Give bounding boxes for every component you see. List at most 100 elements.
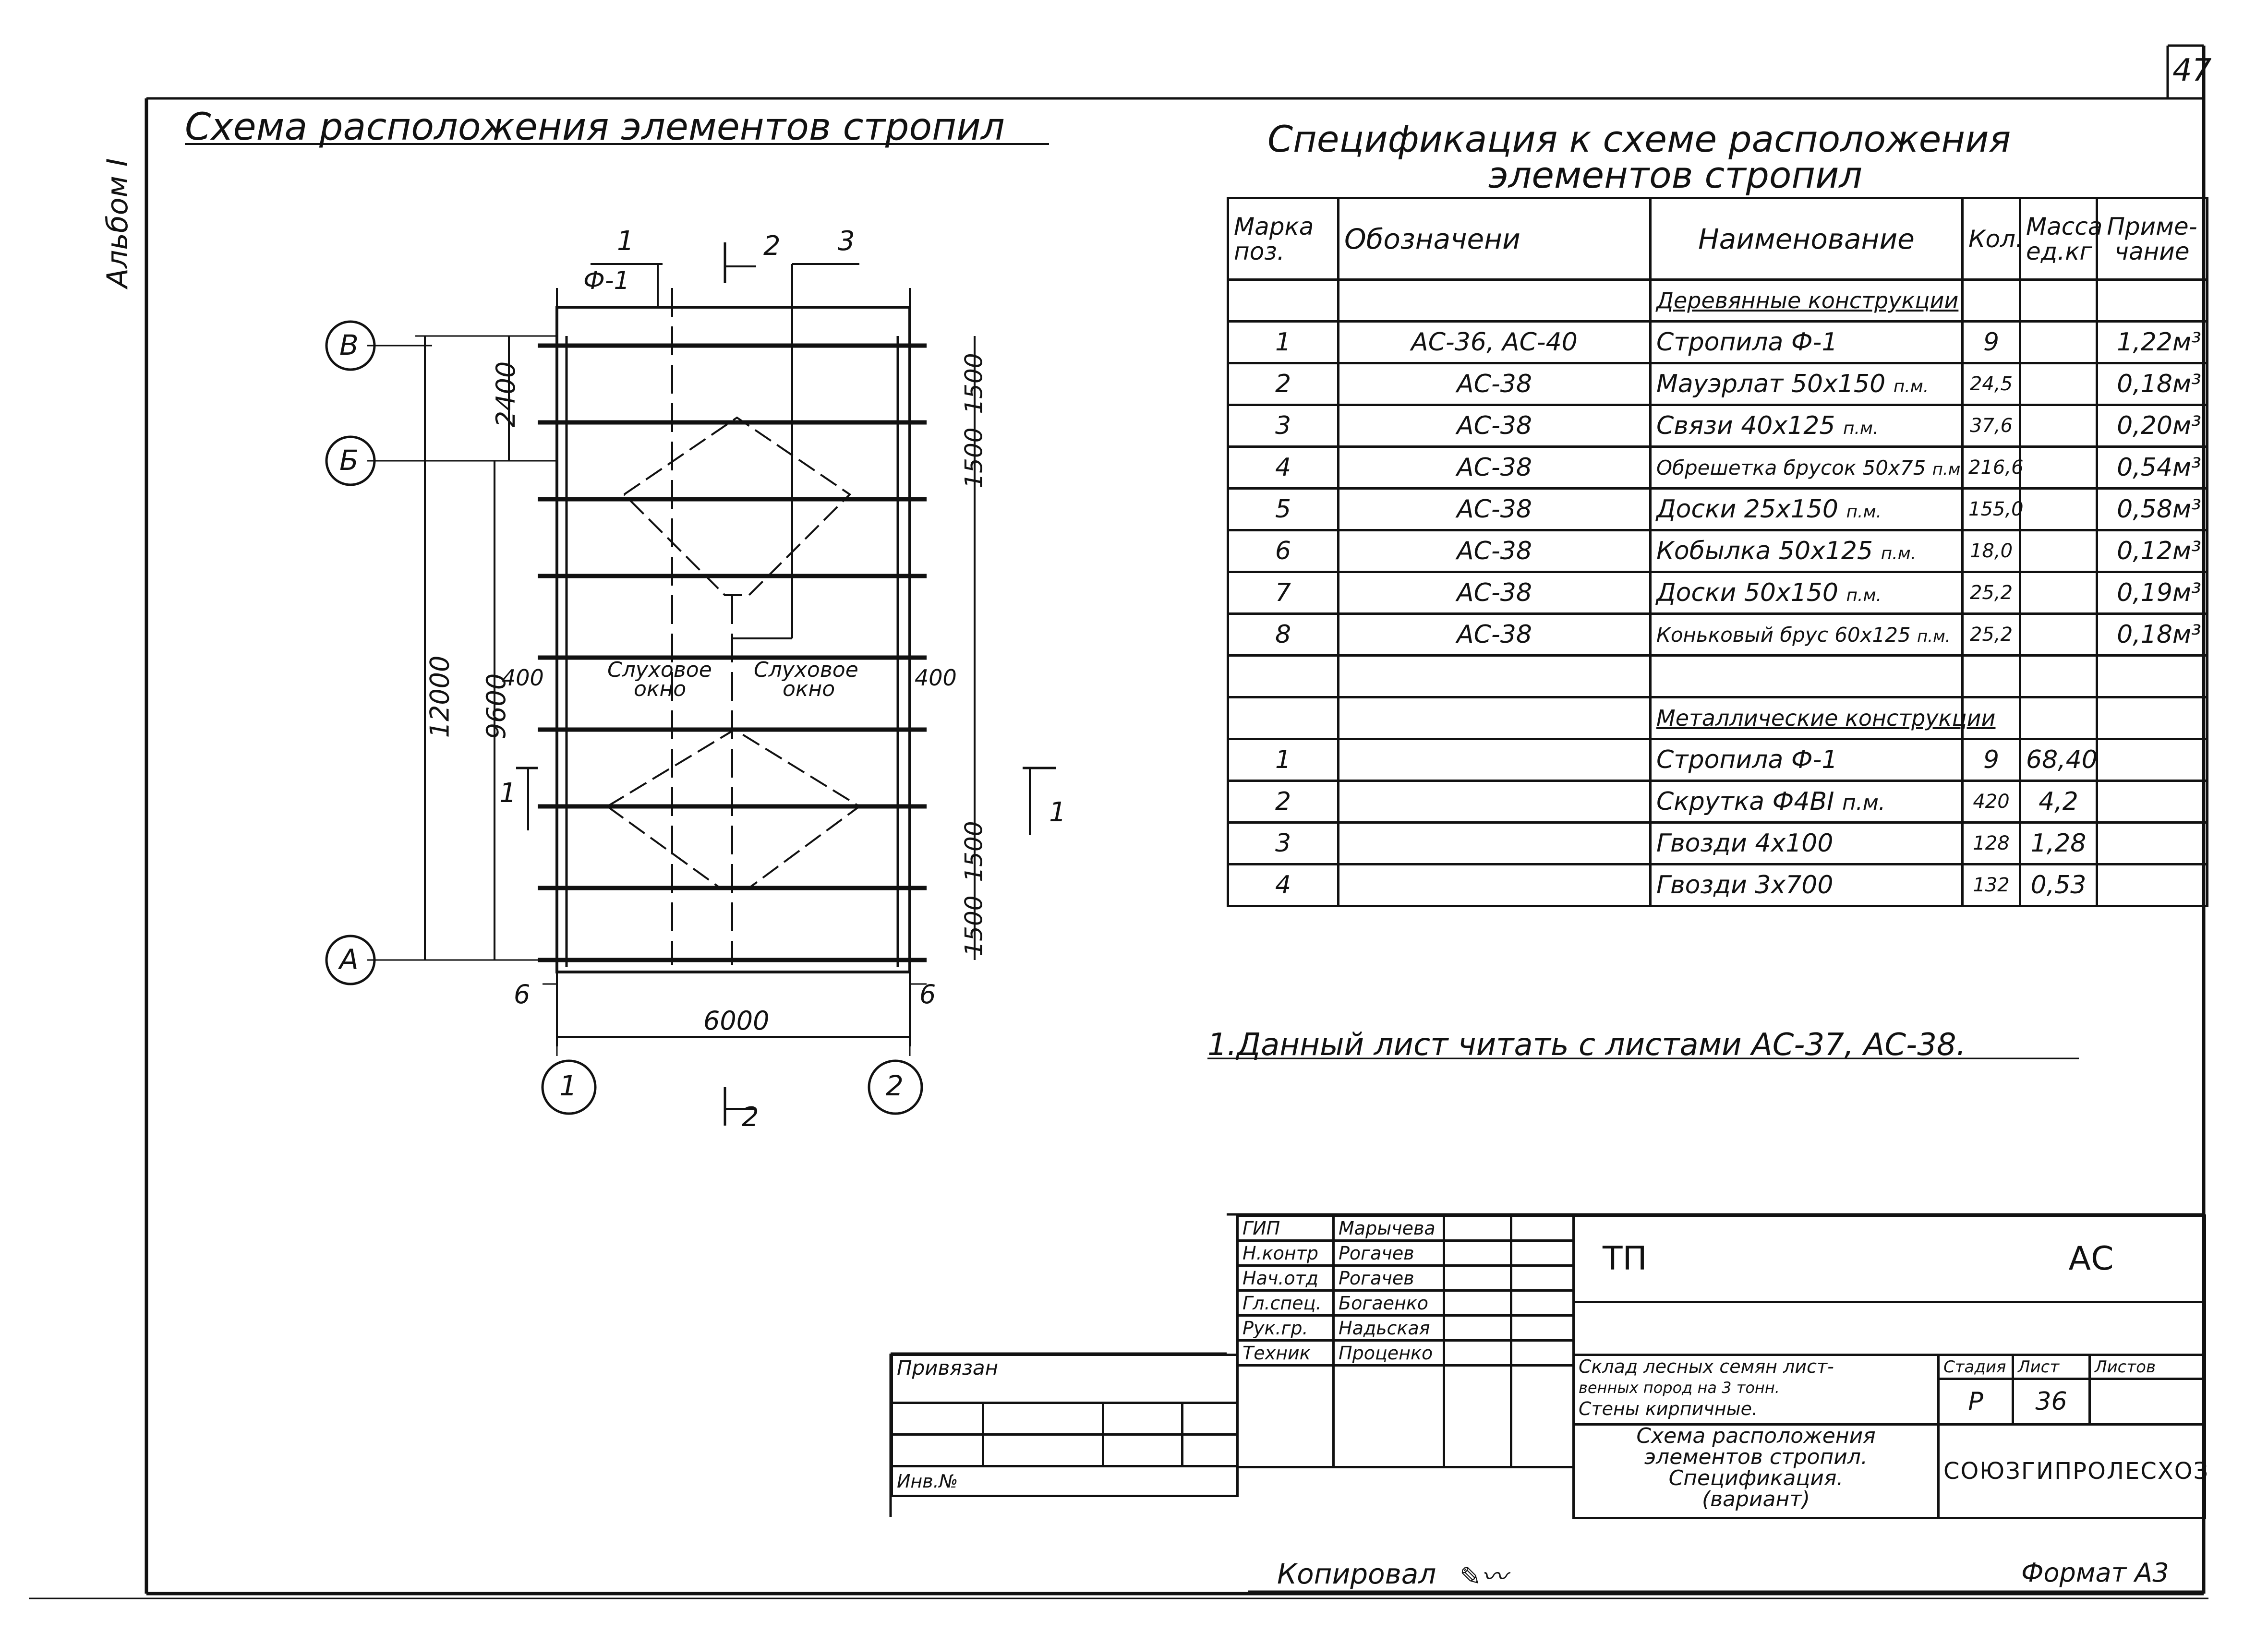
dim-window-left: 400 bbox=[502, 665, 544, 691]
cell-qty: 24,5 bbox=[1961, 362, 2021, 406]
section-mark-1: 1 bbox=[617, 226, 634, 257]
header-designation: Обозначени bbox=[1337, 197, 1652, 281]
section-mark-bottom: 2 bbox=[742, 1102, 759, 1133]
table-row-empty bbox=[1227, 654, 2208, 698]
axis-label-b: Б bbox=[339, 444, 359, 477]
window-label-right-1: Слуховое bbox=[754, 658, 858, 682]
cell-designation bbox=[1337, 738, 1652, 782]
person: Проценко bbox=[1332, 1339, 1445, 1367]
code-right: АС bbox=[2068, 1240, 2114, 1278]
album-label: Альбом I bbox=[101, 158, 134, 288]
spec-title-line1: Спецификация к схеме расположения bbox=[1267, 118, 2011, 160]
cell-pos: 3 bbox=[1227, 821, 1339, 865]
cell-qty: 155,0 bbox=[1961, 487, 2024, 531]
role: ГИП bbox=[1236, 1214, 1335, 1242]
cell-pos: 7 bbox=[1227, 571, 1339, 615]
axis-label-v: В bbox=[339, 329, 359, 361]
sheet-title-row: Схема расположения элементов стропил. Сп… bbox=[1572, 1423, 2208, 1519]
document-code: ТП АС bbox=[1572, 1214, 2207, 1303]
header-mass-2: ед.кг bbox=[2026, 237, 2092, 265]
section-mark-left: 1 bbox=[499, 778, 517, 809]
cell-mass bbox=[2019, 529, 2098, 573]
cell-unit: п.м. bbox=[1917, 626, 1951, 646]
cell-name-text: Мауэрлат 50x150 bbox=[1656, 370, 1886, 398]
cell-pos: 4 bbox=[1227, 445, 1339, 490]
signature-row: ГИП Марычева bbox=[1236, 1214, 1575, 1242]
cell-name-text: Связи 40x125 bbox=[1656, 411, 1835, 440]
cell-name: Кобылка 50x125 п.м. bbox=[1649, 529, 1964, 573]
cell-name: Скрутка Ф4ВI п.м. bbox=[1649, 780, 1964, 824]
cell-mass: 1,28 bbox=[2019, 821, 2098, 865]
cell-qty: 25,2 bbox=[1961, 612, 2021, 657]
stage-value-row: Р 36 bbox=[1574, 1378, 2207, 1426]
header-note: Приме-чание bbox=[2096, 197, 2208, 281]
person: Надьская bbox=[1332, 1314, 1445, 1342]
role: Гл.спец. bbox=[1236, 1289, 1335, 1317]
truss-mark: Ф-1 bbox=[583, 266, 630, 295]
cell-note: 0,20м³ bbox=[2096, 404, 2208, 448]
cell-designation bbox=[1337, 863, 1652, 907]
cell-name-text: Доски 50x150 bbox=[1656, 578, 1838, 607]
cell-designation: АС-36, АС-40 bbox=[1337, 320, 1652, 364]
dim-right-4: 1500 bbox=[960, 895, 988, 957]
header-name: Наименование bbox=[1649, 197, 1964, 281]
format-label: Формат А3 bbox=[2021, 1558, 2169, 1588]
table-row: 5 АС-38 Доски 25x150 п.м. 155,0 0,58м³ bbox=[1227, 487, 2208, 531]
cell-note: 0,12м³ bbox=[2096, 529, 2208, 573]
table-row: 8 АС-38 Коньковый брус 60x125 п.м. 25,2 … bbox=[1227, 612, 2208, 657]
cell-mass bbox=[2019, 404, 2098, 448]
role: Н.контр bbox=[1236, 1239, 1335, 1267]
cell-name-text: Доски 25x150 bbox=[1656, 495, 1838, 524]
cell-qty: 25,2 bbox=[1961, 571, 2021, 615]
stage-value: Р bbox=[1937, 1378, 2014, 1426]
project-line: венных пород на 3 тонн. bbox=[1579, 1379, 1780, 1397]
cell-name: Стропила Ф-1 bbox=[1649, 320, 1964, 364]
cell-note: 0,18м³ bbox=[2096, 362, 2208, 406]
cell-designation: АС-38 bbox=[1337, 571, 1652, 615]
cell-designation bbox=[1337, 821, 1652, 865]
cell-mass bbox=[2019, 612, 2098, 657]
sheet-title: Схема расположения элементов стропил. Сп… bbox=[1572, 1423, 1940, 1519]
sheet-label: Лист bbox=[2012, 1354, 2091, 1380]
cell-designation: АС-38 bbox=[1337, 612, 1652, 657]
sheet-title-line: Схема расположения bbox=[1636, 1424, 1876, 1448]
cell-note bbox=[2096, 821, 2208, 865]
dim-edge-left: 6 bbox=[514, 979, 531, 1009]
axis-label-1: 1 bbox=[559, 1069, 577, 1102]
code-left: ТП bbox=[1603, 1240, 1647, 1278]
table-row: 7 АС-38 Доски 50x150 п.м. 25,2 0,19м³ bbox=[1227, 571, 2208, 615]
table-row: 4 Гвозди 3x700 132 0,53 bbox=[1227, 863, 2208, 907]
sheet-number: 47 bbox=[2172, 53, 2212, 88]
person: Рогачев bbox=[1332, 1239, 1445, 1267]
cell-qty: 18,0 bbox=[1961, 529, 2021, 573]
cell-mass bbox=[2019, 445, 2098, 490]
dim-window-right: 400 bbox=[915, 665, 957, 691]
cell-name: Связи 40x125 п.м. bbox=[1649, 404, 1964, 448]
section-mark-3: 3 bbox=[838, 226, 855, 257]
header-mass-1: Масса bbox=[2026, 212, 2103, 240]
role: Нач.отд bbox=[1236, 1264, 1335, 1292]
cell-note bbox=[2096, 780, 2208, 824]
bound-label: Привязан bbox=[890, 1354, 1239, 1404]
dim-right-3: 1500 bbox=[960, 821, 988, 882]
title-block-signatures: ГИП Марычева Н.контр Рогачев Нач.отд Рог… bbox=[1236, 1214, 1575, 1468]
header-mark-1: Марка bbox=[1234, 212, 1314, 240]
cell-designation: АС-38 bbox=[1337, 404, 1652, 448]
copier-signature: ✎〰 bbox=[1460, 1561, 1508, 1592]
cell-qty: 128 bbox=[1961, 821, 2021, 865]
cell-name-text: Стропила Ф-1 bbox=[1656, 328, 1838, 357]
project-text: Склад лесных семян лист- венных пород на… bbox=[1572, 1354, 1940, 1426]
dim-overall: 12000 bbox=[424, 655, 455, 738]
cell-mass: 0,53 bbox=[2019, 863, 2098, 907]
sheet-title-line: (вариант) bbox=[1701, 1487, 1810, 1512]
signature-row: Нач.отд Рогачев bbox=[1236, 1264, 1575, 1292]
cell-qty: 420 bbox=[1961, 780, 2021, 824]
signature-row: Техник Проценко bbox=[1236, 1339, 1575, 1367]
sheet-note: 1.Данный лист читать с листами АС-37, АС… bbox=[1207, 1027, 1966, 1063]
table-row: 6 АС-38 Кобылка 50x125 п.м. 18,0 0,12м³ bbox=[1227, 529, 2208, 573]
cell-note: 0,54м³ bbox=[2096, 445, 2208, 490]
cell-note bbox=[2096, 738, 2208, 782]
